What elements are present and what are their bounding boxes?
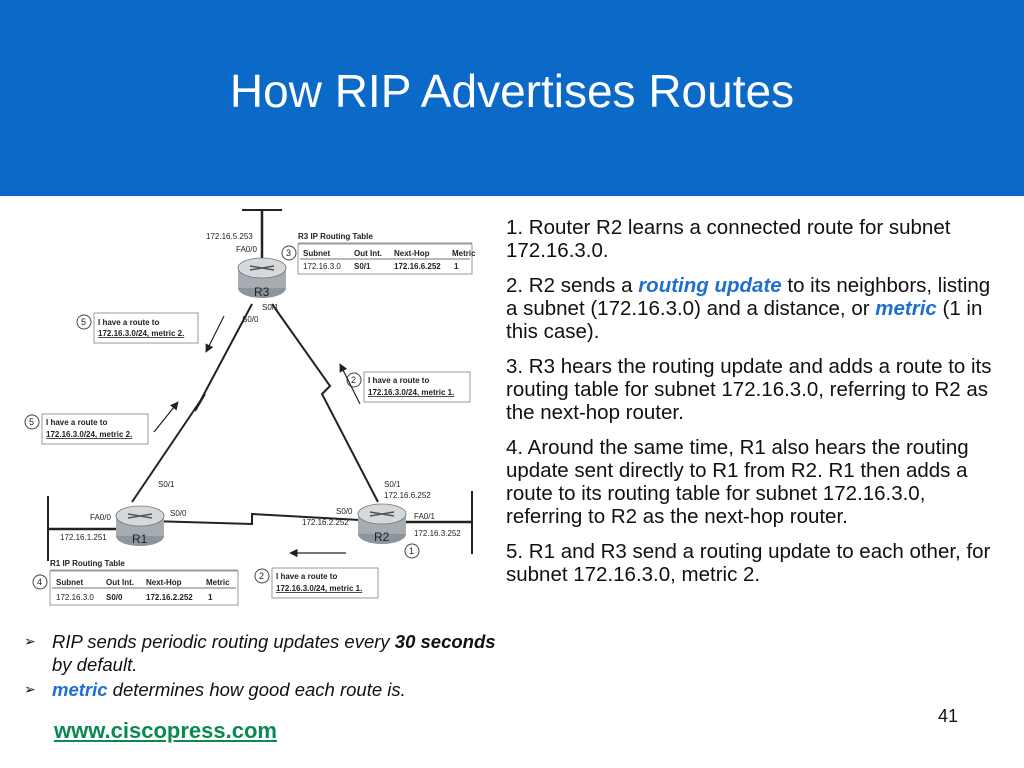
metric-term: metric (875, 297, 937, 320)
svg-text:I have a route to: I have a route to (46, 418, 107, 427)
serial-link-r3-r1 (131, 303, 253, 503)
r3-table-outint: S0/1 (354, 262, 371, 271)
svg-text:5: 5 (81, 317, 86, 327)
svg-text:172.16.3.0/24, metric 2.: 172.16.3.0/24, metric 2. (98, 329, 184, 338)
r3-table-h-nexthop: Next-Hop (394, 249, 430, 258)
rip-network-diagram: R3 R1 R2 172.16.5.253 FA0/0 S0/1 S0/0 FA… (24, 209, 476, 606)
r1-table-title: R1 IP Routing Table (50, 559, 125, 568)
r1-s01-label: S0/1 (158, 480, 175, 489)
svg-text:I have a route to: I have a route to (368, 376, 429, 385)
steps-list: 1. Router R2 learns a connected route fo… (506, 216, 1006, 598)
slide-title: How RIP Advertises Routes (229, 65, 795, 117)
r3-table-nexthop: 172.16.6.252 (394, 262, 441, 271)
bullet-metric: ➢ metric determines how good each route … (24, 679, 406, 700)
svg-text:2: 2 (259, 571, 264, 581)
step-5-text: 5. R1 and R3 send a routing update to ea… (506, 540, 991, 586)
callout-2-r3: 2 I have a route to 172.16.3.0/24, metri… (346, 371, 471, 403)
callout-5-r1: 5 I have a route to 172.16.3.0/24, metri… (24, 413, 149, 445)
r3-routing-table: R3 IP Routing Table Subnet Out Int. Next… (297, 232, 476, 275)
summary-bullets: ➢ RIP sends periodic routing updates eve… (24, 630, 504, 703)
r3-s01-label: S0/1 (262, 303, 279, 312)
svg-text:I have a route to: I have a route to (276, 572, 337, 581)
routing-update-term: routing update (638, 274, 782, 297)
r3-fa-label: FA0/0 (236, 245, 257, 254)
update-arrow-r3-to-r1 (205, 315, 225, 353)
router-r3-icon (237, 257, 287, 298)
r1-table-metric: 1 (208, 593, 213, 602)
svg-text:172.16.3.0/24, metric 2.: 172.16.3.0/24, metric 2. (46, 430, 132, 439)
r1-table-subnet: 172.16.3.0 (56, 593, 94, 602)
step-1-text: 1. Router R2 learns a connected route fo… (506, 216, 951, 262)
svg-text:5: 5 (29, 417, 34, 427)
router-r2-icon (357, 503, 407, 544)
step-3-marker: 3 (281, 245, 297, 261)
r1-table-h-outint: Out Int. (106, 578, 134, 587)
r1-table-h-subnet: Subnet (56, 578, 83, 587)
r2-s00-ip-label: 172.16.2.252 (302, 518, 349, 527)
router-r2-label: R2 (374, 530, 390, 544)
router-r1-label: R1 (132, 532, 148, 546)
r3-table-subnet: 172.16.3.0 (303, 262, 341, 271)
step-3-text: 3. R3 hears the routing update and adds … (506, 355, 992, 424)
svg-text:2: 2 (351, 375, 356, 385)
update-arrow-r1-to-r3 (153, 401, 179, 433)
update-arrow-r2-to-r3 (339, 363, 361, 405)
r3-table-h-outint: Out Int. (354, 249, 382, 258)
callout-2-r1: 2 I have a route to 172.16.3.0/24, metri… (254, 567, 379, 599)
step-1-marker: 1 (404, 543, 420, 559)
svg-text:172.16.3.0/24, metric 1.: 172.16.3.0/24, metric 1. (276, 584, 362, 593)
step-2-text: 2. R2 sends a routing update to its neig… (506, 274, 991, 343)
r2-s01-ip-label: 172.16.6.252 (384, 491, 431, 500)
r1-ip-label: 172.16.1.251 (60, 533, 107, 542)
r1-routing-table: R1 IP Routing Table Subnet Out Int. Next… (49, 559, 239, 606)
bullet-periodic-updates: ➢ RIP sends periodic routing updates eve… (24, 631, 496, 675)
step-4-marker: 4 (32, 574, 48, 590)
r2-s01-label: S0/1 (384, 480, 401, 489)
arrow-bullet-icon: ➢ (24, 681, 36, 697)
svg-text:I have a route to: I have a route to (98, 318, 159, 327)
r1-table-outint: S0/0 (106, 593, 123, 602)
step-4-text: 4. Around the same time, R1 also hears t… (506, 436, 969, 528)
r3-ip-label: 172.16.5.253 (206, 232, 253, 241)
r1-table-h-metric: Metric (206, 578, 230, 587)
r2-s00-label: S0/0 (336, 507, 353, 516)
r1-fa-label: FA0/0 (90, 513, 111, 522)
ciscopress-link[interactable]: www.ciscopress.com (54, 718, 277, 743)
r1-table-nexthop: 172.16.2.252 (146, 593, 193, 602)
callout-5-r3: 5 I have a route to 172.16.3.0/24, metri… (76, 312, 199, 344)
router-r1-icon (115, 505, 165, 546)
r3-table-h-metric: Metric (452, 249, 476, 258)
r3-table-metric: 1 (454, 262, 459, 271)
serial-link-r1-r2 (149, 512, 361, 526)
r3-table-h-subnet: Subnet (303, 249, 330, 258)
serial-link-r3-r2 (271, 303, 379, 503)
page-number: 41 (938, 706, 959, 726)
r1-table-h-nexthop: Next-Hop (146, 578, 182, 587)
r1-s00-label: S0/0 (170, 509, 187, 518)
title-bar (0, 0, 1024, 196)
r2-fa-label: FA0/1 (414, 512, 435, 521)
svg-text:3: 3 (286, 248, 291, 258)
r3-table-title: R3 IP Routing Table (298, 232, 373, 241)
svg-text:4: 4 (37, 577, 42, 587)
router-r3-label: R3 (254, 285, 270, 299)
r2-fa-ip-label: 172.16.3.252 (414, 529, 461, 538)
svg-text:172.16.3.0/24, metric 1.: 172.16.3.0/24, metric 1. (368, 388, 454, 397)
arrow-bullet-icon: ➢ (24, 633, 36, 649)
svg-text:1: 1 (409, 546, 414, 556)
r3-s00-label: S0/0 (242, 315, 259, 324)
